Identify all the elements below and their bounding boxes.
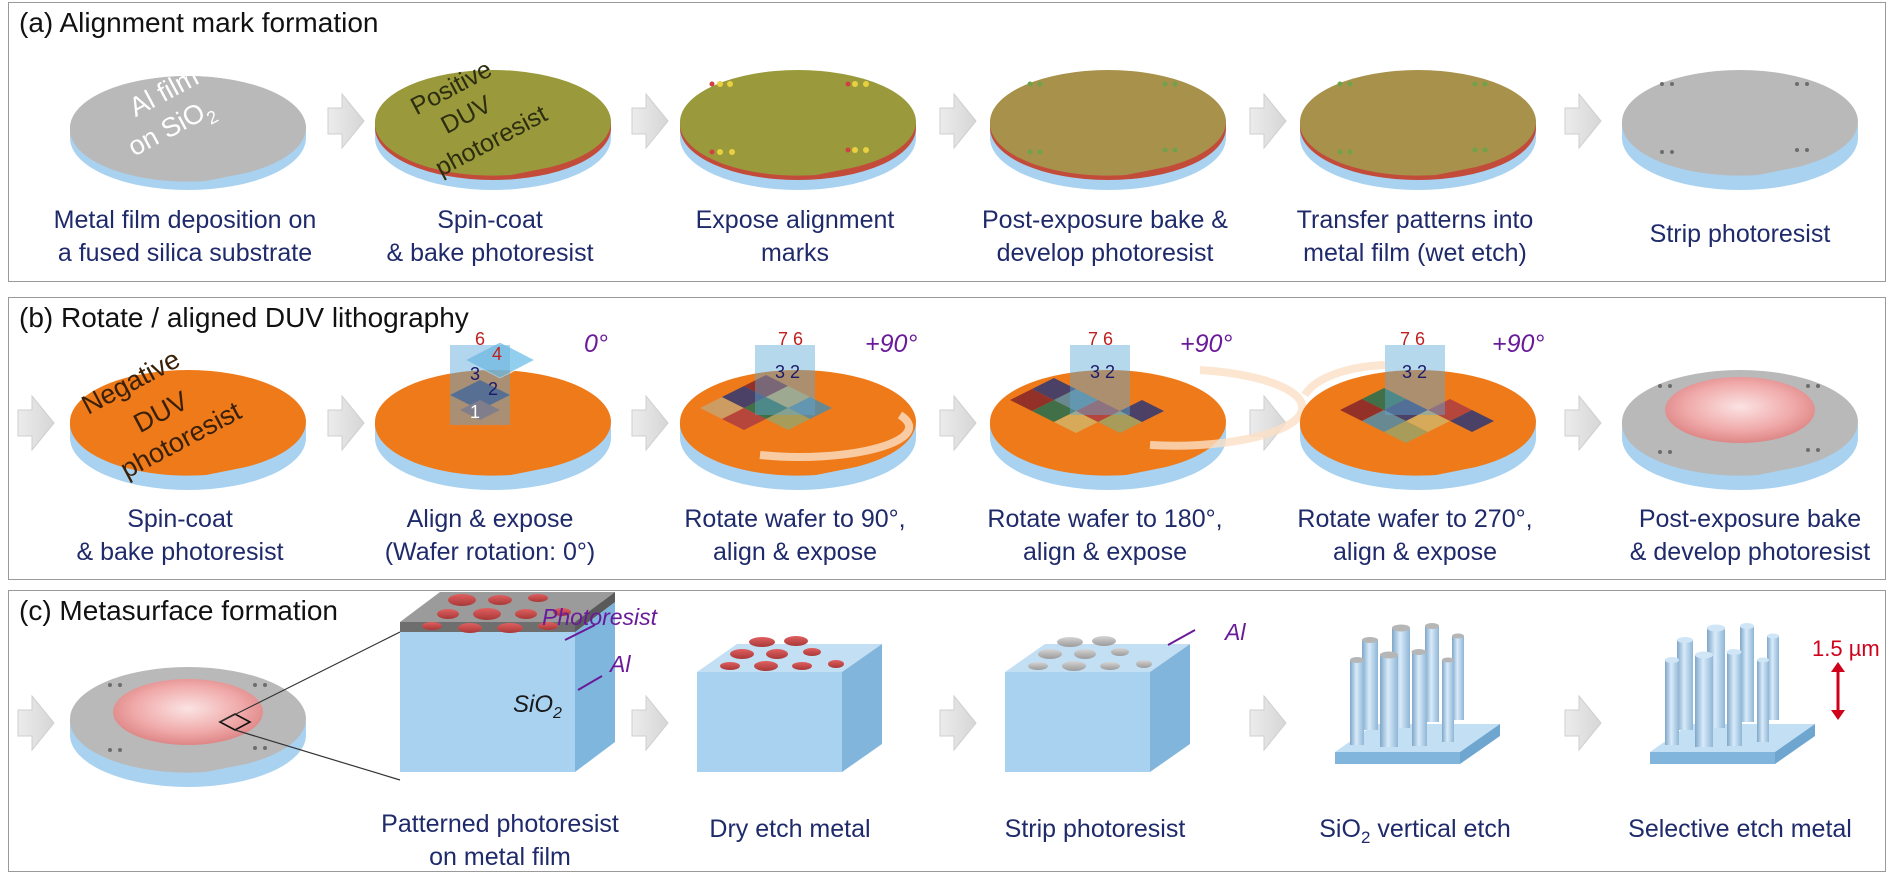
checker-b5 [1340, 388, 1494, 443]
pillars-c4 [1350, 623, 1464, 747]
rotate-arrow-b4 [1149, 366, 1307, 450]
wafer-b2: 6 4 3 2 1 0° [374, 329, 611, 490]
step-c5-caption: Selective etch metal [1628, 815, 1852, 843]
height-label: 1.5 µm [1812, 636, 1880, 661]
checker-b4 [1010, 378, 1164, 433]
step-a4-caption: Post-exposure bake &develop photoresist [982, 206, 1228, 267]
block-c2 [697, 636, 882, 772]
step-a2-caption: Spin-coat& bake photoresist [386, 206, 594, 267]
al-annotation: Al [608, 651, 631, 677]
arrows-a [327, 92, 1602, 150]
wafer-b1: Negative DUV photoresist [69, 344, 306, 490]
wafer-a5 [1299, 70, 1536, 190]
arrow-b2 [631, 394, 669, 452]
wafer-a2: Positive DUV photoresist [374, 55, 611, 190]
arrow-a2 [631, 92, 669, 150]
arrow-b5 [1564, 394, 1602, 452]
angle-90-a: +90° [865, 330, 917, 358]
arrow-c0 [17, 694, 55, 752]
arrow-c1 [631, 694, 669, 752]
mask-b3 [755, 345, 815, 415]
svg-text:6: 6 [475, 329, 485, 349]
wafer-c0 [69, 631, 401, 787]
mask-b5 [1385, 345, 1445, 415]
step-b2-caption: Align & expose(Wafer rotation: 0°) [384, 505, 596, 566]
wafer-a4 [989, 70, 1226, 190]
arrow-a5 [1564, 92, 1602, 150]
arrow-a4 [1249, 92, 1287, 150]
pillars-c5 [1665, 623, 1779, 747]
step-c4-caption: SiO2 vertical etch [1319, 815, 1511, 847]
svg-text:3 2: 3 2 [775, 362, 800, 382]
block-c4 [1335, 623, 1500, 764]
angle-90-b: +90° [1180, 330, 1232, 358]
lens-pattern-c0 [113, 679, 263, 745]
step-b4-caption: Rotate wafer to 180°,align & expose [987, 505, 1223, 566]
arrow-b3 [939, 394, 977, 452]
svg-text:7 6: 7 6 [1400, 329, 1425, 349]
sio2-label: SiO2 [513, 691, 562, 722]
wafer-b5: 7 6 3 2 +90° [1299, 329, 1544, 490]
step-a6-caption: Strip photoresist [1649, 220, 1831, 248]
arrow-c4 [1564, 694, 1602, 752]
arrow-c3 [1249, 694, 1287, 752]
panel-a: (a) Alignment mark formation [8, 2, 1886, 282]
checker-b3 [700, 375, 832, 430]
wafer-a1: Al film on SiO2 [69, 62, 306, 190]
photoresist-annotation: Photoresist [542, 604, 659, 630]
al-annotation-2: Al [1223, 619, 1246, 645]
wafer-a3 [679, 70, 916, 190]
arrow-a3 [939, 92, 977, 150]
step-b1-caption: Spin-coat& bake photoresist [76, 505, 284, 566]
arrow-c2 [939, 694, 977, 752]
panel-b: (b) Rotate / aligned DUV lithography [8, 297, 1886, 580]
panel-a-title: (a) Alignment mark formation [19, 7, 379, 38]
arrow-b1 [327, 394, 365, 452]
wafer-b6 [1621, 370, 1858, 490]
rotate-arrow-b5 [1301, 361, 1386, 398]
panel-c-title: (c) Metasurface formation [19, 595, 338, 626]
wafer-a6 [1621, 70, 1858, 190]
block-c3: Al [1005, 619, 1246, 772]
svg-text:1: 1 [470, 402, 480, 422]
mask-stack-b2 [450, 341, 537, 425]
arrow-a1 [327, 92, 365, 150]
arrows-c [17, 694, 1602, 752]
step-b3-caption: Rotate wafer to 90°,align & expose [684, 505, 906, 566]
mask-b4 [1070, 345, 1130, 415]
panel-b-title: (b) Rotate / aligned DUV lithography [19, 302, 469, 333]
block-c5: 1.5 µm [1650, 623, 1880, 764]
svg-text:3: 3 [470, 364, 480, 384]
angle-0: 0° [584, 330, 608, 358]
svg-text:4: 4 [492, 344, 502, 364]
step-b6-caption: Post-exposure bake& develop photoresist [1629, 505, 1871, 566]
rotate-arrow-b3 [759, 411, 914, 461]
svg-text:3 2: 3 2 [1090, 362, 1115, 382]
block-c1: SiO2 Photoresist Al [400, 592, 659, 772]
svg-text:2: 2 [488, 379, 498, 399]
step-c3-caption: Strip photoresist [1004, 815, 1186, 843]
svg-text:3 2: 3 2 [1402, 362, 1427, 382]
arrow-b0 [17, 394, 55, 452]
wafer-b3: 7 6 3 2 +90° [679, 329, 917, 490]
lens-pattern-b6 [1665, 377, 1815, 443]
svg-text:7 6: 7 6 [1088, 329, 1113, 349]
step-c2-caption: Dry etch metal [709, 815, 871, 843]
svg-text:7 6: 7 6 [778, 329, 803, 349]
step-b5-caption: Rotate wafer to 270°,align & expose [1297, 505, 1533, 566]
wafer-b4: 7 6 3 2 +90° [989, 329, 1307, 490]
angle-90-c: +90° [1492, 330, 1544, 358]
arrow-b4 [1249, 394, 1287, 452]
